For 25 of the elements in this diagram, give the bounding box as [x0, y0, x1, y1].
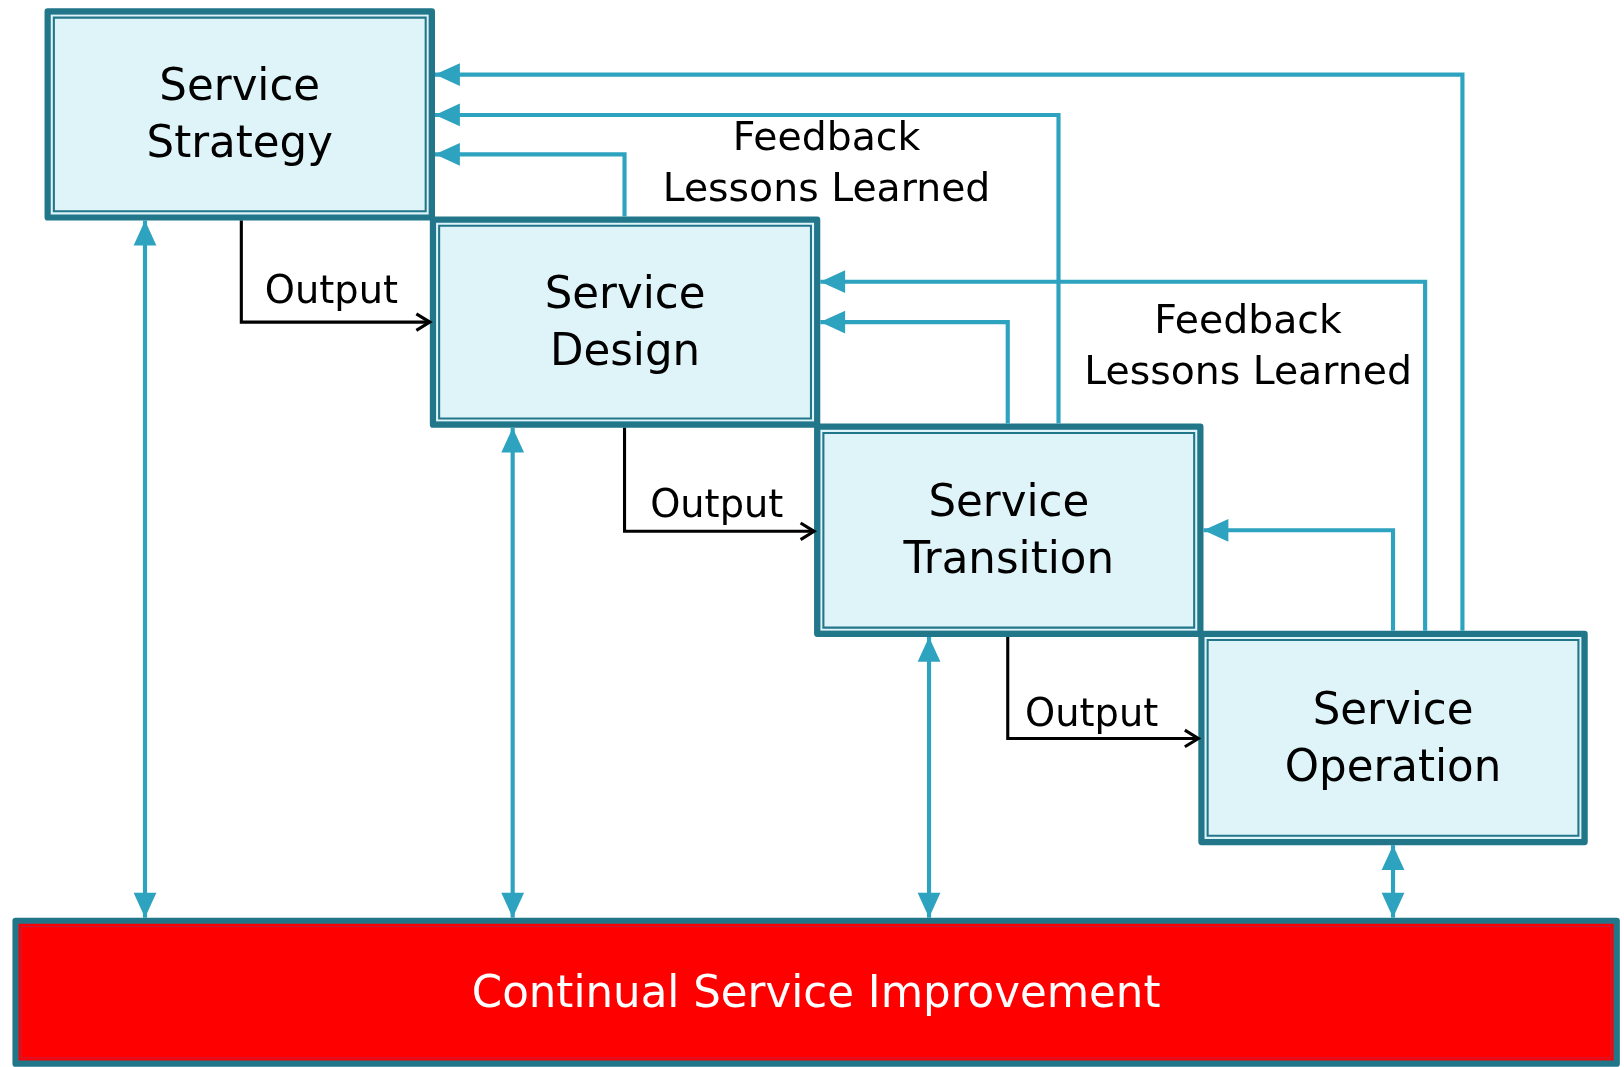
- box-label: Continual Service Improvement: [471, 965, 1161, 1019]
- box-label: Service Operation: [1283, 682, 1503, 793]
- process-box: [1198, 630, 1588, 846]
- box-label: Service Strategy: [145, 58, 334, 170]
- arrow: [622, 427, 816, 542]
- arrow: [133, 220, 157, 918]
- box-label: Service Transition: [902, 474, 1115, 586]
- process-box: [814, 423, 1204, 637]
- process-box: [429, 216, 821, 428]
- arrow: [1006, 636, 1200, 749]
- process-box: [44, 8, 435, 221]
- improvement-bar: [12, 917, 1620, 1067]
- arrow: [1203, 518, 1396, 631]
- box-label: Service Design: [543, 266, 707, 377]
- note-label: Feedback Lessons Learned: [1083, 295, 1413, 396]
- note-label: Feedback Lessons Learned: [661, 112, 992, 213]
- arrow: [435, 63, 1465, 631]
- arrow: [820, 310, 1010, 424]
- arrow: [435, 103, 1061, 424]
- arrow: [239, 220, 432, 332]
- arrow: [917, 636, 941, 918]
- arrow: [501, 427, 525, 918]
- arrow: [1381, 845, 1405, 918]
- arrow: [435, 142, 627, 217]
- arrow: [820, 270, 1428, 631]
